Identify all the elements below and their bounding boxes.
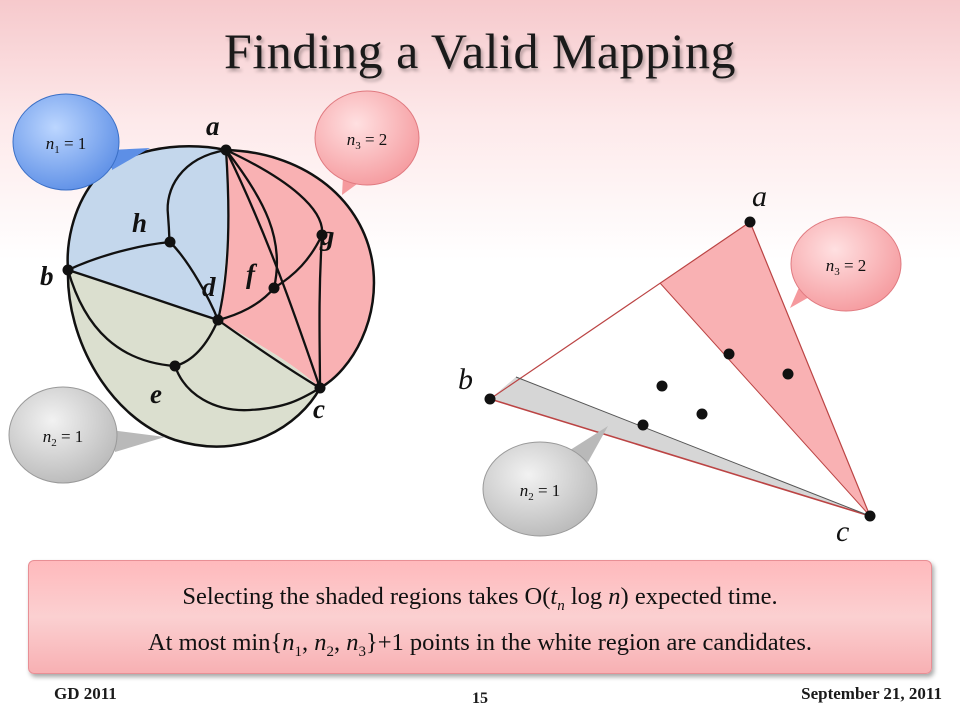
triangle-pink-region [660, 222, 870, 516]
label-d: d [202, 272, 216, 302]
triangle-gray-region [490, 377, 870, 516]
svg-text:n1 = 1: n1 = 1 [46, 134, 87, 156]
graph-vertices [62, 144, 328, 394]
callout-n2-right: n2 = 1 [482, 426, 608, 537]
point-interior [723, 348, 735, 360]
right-triangle: a b c [458, 180, 876, 548]
point-interior [637, 419, 649, 431]
vertex-g [316, 229, 328, 241]
label-h: h [132, 208, 147, 238]
label-e: e [150, 379, 162, 409]
region-pink [218, 150, 374, 388]
point-interior [782, 368, 794, 380]
svg-text:n2 = 1: n2 = 1 [43, 427, 84, 449]
left-graph: a b c d e f g h [40, 111, 376, 448]
label-right-c: c [836, 515, 849, 548]
vertex-e [169, 360, 181, 372]
vertex-h [164, 236, 176, 248]
label-g: g [319, 220, 335, 252]
footer-conference: GD 2011 [54, 684, 117, 703]
triangle-edges [489, 221, 871, 517]
caption-box: Selecting the shaded regions takes O(tn … [28, 560, 932, 674]
footer-date: September 21, 2011 [801, 684, 942, 703]
label-c: c [313, 394, 325, 424]
vertex-f [268, 282, 280, 294]
svg-text:n2 = 1: n2 = 1 [520, 481, 561, 503]
vertex-a [220, 144, 232, 156]
callout-n3-left: n3 = 2 [314, 90, 420, 195]
label-a: a [206, 111, 220, 141]
callout-n2-left: n2 = 1 [8, 386, 165, 484]
caption-line-2: At most min{n1, n2, n3}+1 points in the … [147, 629, 813, 660]
graph-edges [66, 148, 324, 412]
point-b [484, 393, 496, 405]
point-interior [696, 408, 708, 420]
vertex-d [212, 314, 224, 326]
svg-text:n3 = 2: n3 = 2 [826, 256, 867, 278]
label-right-b: b [458, 363, 473, 396]
triangle-points [484, 216, 876, 522]
footer-page-number: 15 [472, 690, 488, 707]
svg-text:n3 = 2: n3 = 2 [347, 130, 388, 152]
slide-title: Finding a Valid Mapping [224, 23, 736, 79]
callout-n1: n1 = 1 [12, 93, 150, 191]
callout-n3-right: n3 = 2 [790, 216, 902, 312]
point-c [864, 510, 876, 522]
vertex-c [314, 382, 326, 394]
point-interior [656, 380, 668, 392]
region-green [67, 270, 320, 447]
vertex-b [62, 264, 74, 276]
label-right-a: a [752, 180, 767, 213]
caption-line-1: Selecting the shaded regions takes O(tn … [182, 583, 778, 614]
point-a [744, 216, 756, 228]
label-b: b [40, 261, 54, 291]
region-blue [67, 146, 228, 320]
